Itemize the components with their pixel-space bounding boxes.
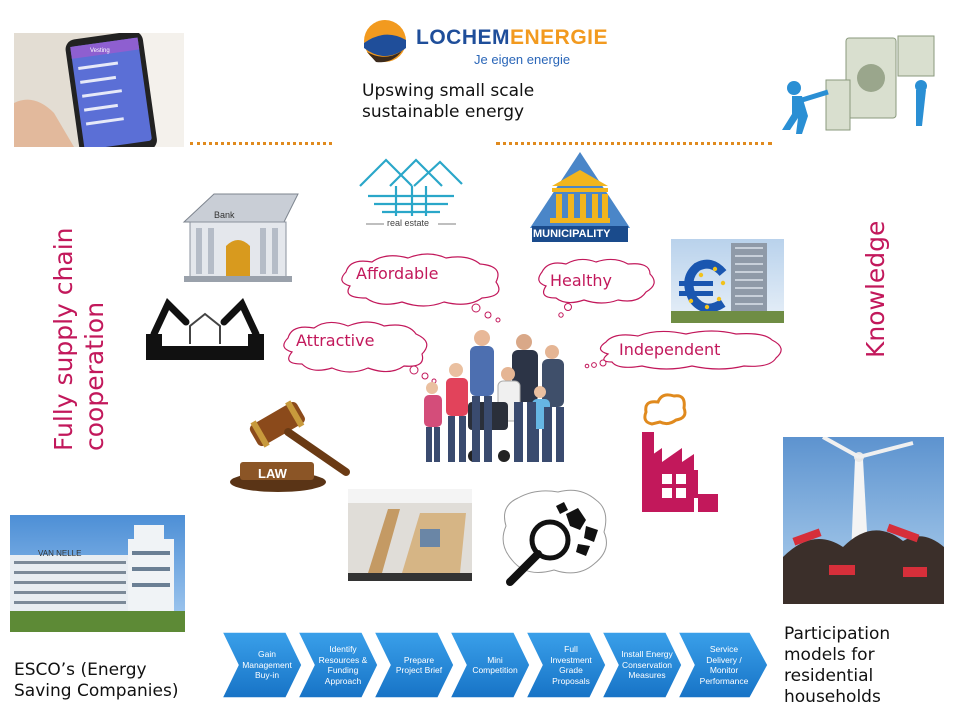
- government-building-icon: [530, 152, 630, 242]
- money-figure-illustration: [776, 30, 946, 142]
- building-sign: VAN NELLE: [38, 549, 82, 558]
- logo-brand-b: ENERGIE: [510, 26, 609, 49]
- timber-frame-photo: [348, 489, 472, 581]
- bank-label: Bank: [214, 210, 235, 220]
- left-vertical-line-2: cooperation: [80, 301, 109, 451]
- euro-tower-photo: [671, 239, 784, 323]
- thought-cloud-icon: [283, 321, 428, 373]
- esco-line-1: ESCO’s (Energy: [14, 660, 147, 680]
- logo-circle-icon: [364, 20, 406, 63]
- thought-bubbles-icon: [584, 359, 607, 369]
- logo-brand-a: LOCHEM: [416, 26, 510, 49]
- dotted-line-left: [190, 142, 332, 145]
- headline: Upswing small scale sustainable energy: [362, 81, 534, 123]
- cloud-trail-healthy: [554, 302, 578, 320]
- knowledge-label: Knowledge: [861, 220, 890, 358]
- thought-cloud-icon: [599, 330, 782, 370]
- phone-header-text: Vesting: [90, 48, 110, 54]
- municipality-label: MUNICIPALITY: [533, 228, 611, 240]
- lochem-energie-logo: LOCHEMENERGIE Je eigen energie: [362, 16, 608, 68]
- family-group-illustration: [424, 330, 564, 462]
- family-photo: [420, 326, 588, 468]
- map-magnifier-icon: [496, 486, 614, 590]
- real-estate-logo: real estate: [356, 154, 466, 234]
- factory-icon: [638, 392, 722, 516]
- real-estate-label: real estate: [387, 218, 430, 228]
- cloud-affordable: Affordable: [332, 252, 508, 312]
- process-chevrons-graphic: [222, 632, 769, 698]
- law-label: LAW: [258, 466, 287, 481]
- participation-line-3: residential: [784, 666, 874, 686]
- thought-bubbles-icon: [471, 303, 501, 323]
- esco-caption: ESCO’s (Energy Saving Companies): [14, 660, 178, 702]
- logo-tagline: Je eigen energie: [474, 52, 571, 67]
- thought-bubbles-icon: [409, 365, 437, 384]
- smartphone-illustration: Vesting: [14, 33, 184, 147]
- prefab-wall-illustration: [348, 489, 472, 581]
- cloud-trail-attractive: [408, 362, 438, 386]
- dollar-puzzle-icon: [782, 35, 935, 134]
- van-nelle-building-photo: VAN NELLE: [10, 515, 185, 632]
- headline-line-2: sustainable energy: [362, 102, 525, 122]
- thought-bubbles-icon: [558, 303, 572, 318]
- wind-turbine-photo: [783, 437, 944, 604]
- cloud-attractive: Attractive: [276, 320, 432, 376]
- left-vertical-label: Fully supply chain cooperation: [48, 228, 110, 452]
- magnifying-glass-icon: [502, 489, 607, 586]
- cloud-independent-label: Independent: [619, 340, 721, 359]
- cloud-trail-independent: [584, 356, 610, 370]
- esco-line-2: Saving Companies): [14, 681, 179, 701]
- participation-line-4: households: [784, 687, 881, 707]
- smartphone-photo: Vesting: [14, 33, 184, 147]
- participation-line-2: models for: [784, 645, 875, 665]
- building-illustration: [10, 525, 185, 632]
- cloud-independent: Independent: [594, 330, 786, 370]
- right-vertical-label: Knowledge: [860, 221, 891, 358]
- cloud-healthy-label: Healthy: [550, 271, 613, 290]
- gavel-icon: [230, 400, 350, 492]
- bank-building-icon: [182, 193, 299, 282]
- participation-line-1: Participation: [784, 624, 891, 644]
- dotted-line-right: [496, 142, 772, 145]
- cloud-affordable-label: Affordable: [356, 264, 439, 283]
- cloud-attractive-label: Attractive: [296, 331, 375, 350]
- bank-illustration: Bank: [180, 190, 302, 284]
- cloud-healthy: Healthy: [532, 258, 660, 306]
- assembly-robot-icon: [146, 297, 264, 360]
- factory-pollution-icon: [642, 393, 718, 512]
- law-gavel-illustration: LAW: [222, 396, 352, 496]
- participation-caption: Participation models for residential hou…: [784, 624, 890, 708]
- wind-turbine-crowd-illustration: [783, 437, 944, 604]
- robot-arms-icon: [146, 296, 264, 362]
- cloud-trail-affordable: [470, 302, 506, 326]
- thought-cloud-icon: [341, 253, 500, 307]
- thought-cloud-icon: [538, 258, 655, 304]
- left-vertical-line-1: Fully supply chain: [49, 227, 78, 452]
- houses-icon: [359, 158, 463, 225]
- headline-line-1: Upswing small scale: [362, 81, 535, 101]
- euro-sign-icon: [671, 243, 784, 323]
- municipality-logo: MUNICIPALITY: [528, 150, 632, 244]
